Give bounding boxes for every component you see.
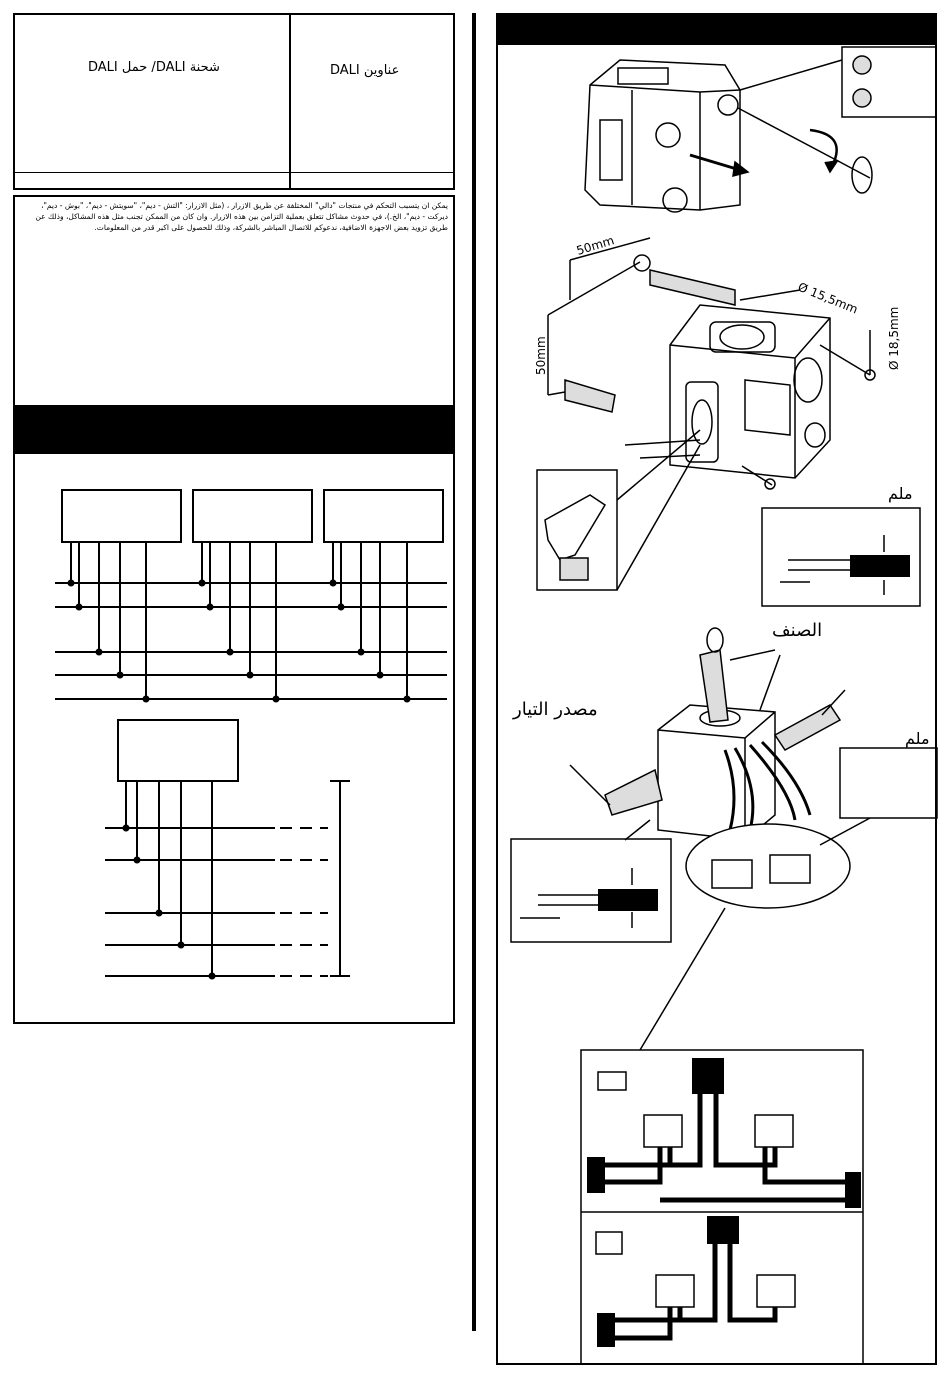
strip-detail-3: [510, 838, 672, 943]
junction-box-step3: [569, 627, 846, 841]
header-divider-vertical: [289, 13, 291, 190]
strip-detail-2: [839, 747, 938, 819]
dali-device-3: [323, 489, 444, 543]
header-col-load: شحنة DALI/ حمل DALI: [88, 60, 220, 75]
drill-inset: [536, 469, 618, 591]
header-col-addresses: عناوين DALI: [330, 63, 400, 78]
label-mm-mid: ملم: [905, 729, 930, 748]
dali-device-1: [61, 489, 182, 543]
dali-wiring-diagram: [55, 489, 447, 980]
dimension-50mm-horizontal: 50mm: [575, 233, 616, 258]
junction-box-step2: [547, 237, 876, 490]
header-table: [13, 13, 455, 190]
column-separator: [472, 13, 476, 1331]
header-divider-horizontal: [13, 172, 455, 173]
strip-detail-1: [761, 507, 921, 607]
terminal-wiring-schematic: [580, 1049, 864, 1365]
dimension-50mm-vertical: 50mm: [534, 336, 548, 375]
gland-legend-box: [841, 46, 937, 118]
dali-controller: [117, 719, 239, 782]
dimension-diameter-18-5: Ø 18,5mm: [887, 307, 901, 370]
notes-text: يمكن ان يتسبب التحكم في منتجات "دالي" ال…: [35, 201, 448, 232]
terminal-zoom: [685, 823, 851, 909]
label-power-source: مصدر التيار: [513, 699, 598, 720]
junction-box-step1: [584, 59, 873, 213]
dali-device-2: [192, 489, 313, 543]
label-type: الصنف: [772, 620, 823, 641]
dimension-diameter-15-5: Ø 15,5mm: [796, 280, 860, 317]
installation-header-bar: [496, 13, 937, 45]
wiring-panel-header-bar: [13, 405, 455, 454]
label-mm-top: ملم: [888, 484, 913, 503]
